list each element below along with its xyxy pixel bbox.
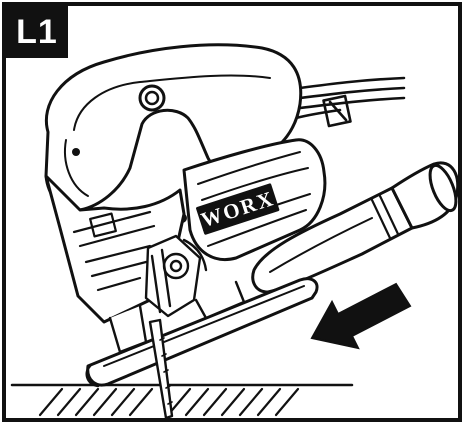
step-label: L1 [16, 12, 58, 51]
blade-guide [144, 234, 208, 318]
front-ribbing [72, 210, 156, 292]
base-plate-edge [103, 285, 305, 367]
power-cord [294, 76, 406, 128]
handle-grip-contour-lower [64, 139, 89, 197]
saw-blade [148, 318, 174, 420]
step-badge: L1 [6, 6, 68, 58]
handle-grip-contour [73, 74, 271, 131]
base-bracket-rear [194, 280, 246, 320]
base-bracket [108, 304, 148, 354]
arrow-down-left-icon [310, 282, 412, 350]
lock-on-button [138, 84, 166, 112]
base-plate-front-lip [85, 364, 100, 388]
blade-teeth [159, 337, 173, 405]
dust-extraction-adapter [251, 161, 460, 294]
base-plate [86, 277, 319, 387]
